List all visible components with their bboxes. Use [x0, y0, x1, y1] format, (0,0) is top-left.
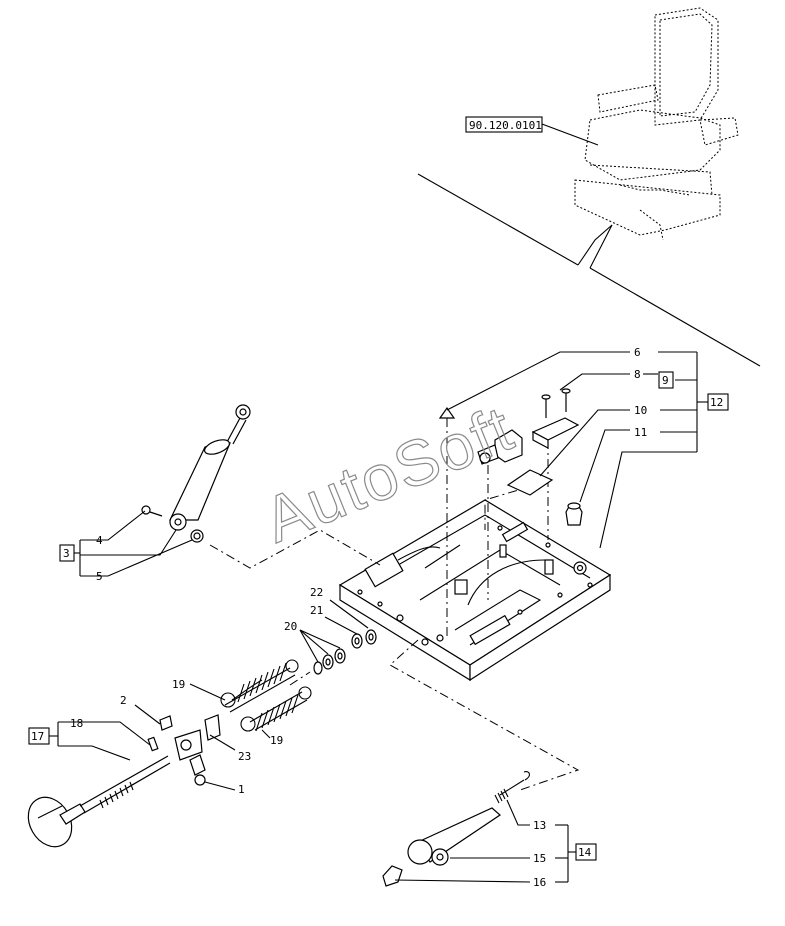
divider-line-left [417, 173, 579, 266]
lock-module [477, 429, 523, 465]
callout-leader-lines [49, 351, 708, 883]
callout-1: 1 [238, 783, 245, 796]
callout-8: 8 [634, 368, 641, 381]
part-19-springs [220, 659, 312, 732]
callout-13: 13 [533, 819, 546, 832]
divider-line-right [589, 267, 761, 367]
callout-10: 10 [634, 404, 647, 417]
callout-3: 3 [63, 547, 70, 560]
callout-11: 11 [634, 426, 647, 439]
callout-labels: 6 8 9 10 11 12 4 3 5 22 21 20 19 19 2 23… [28, 346, 729, 889]
callout-2: 2 [120, 694, 127, 707]
callout-21: 21 [310, 604, 323, 617]
callout-4: 4 [96, 534, 103, 547]
part-20-21-22-washers [313, 629, 377, 675]
callout-19b: 19 [270, 734, 283, 747]
part-23-lever-block [159, 714, 221, 786]
callout-5: 5 [96, 570, 103, 583]
callout-19a: 19 [172, 678, 185, 691]
part-9-latch [531, 388, 580, 449]
part-6-cap [438, 406, 456, 419]
part-3-shock-absorber [141, 404, 251, 543]
part-17-adjust-knob [27, 736, 171, 848]
part-11-bumper [565, 502, 583, 526]
callout-14: 14 [578, 846, 592, 859]
callout-20: 20 [284, 620, 297, 633]
callout-16: 16 [533, 876, 546, 889]
seat-pointer-line [577, 224, 613, 266]
assembly-guide-lines [209, 418, 580, 791]
seat-assembly-illustration [574, 7, 739, 241]
callout-23: 23 [238, 750, 251, 763]
callout-9: 9 [662, 374, 669, 387]
base-plate [338, 499, 612, 682]
reference-code-text: 90.120.0101 [469, 119, 542, 132]
callout-17: 17 [31, 730, 44, 743]
callout-22: 22 [310, 586, 323, 599]
callout-12: 12 [710, 396, 723, 409]
callout-15: 15 [533, 852, 546, 865]
part-10-pad [506, 469, 554, 496]
callout-6: 6 [634, 346, 641, 359]
part-14-lever-arm [382, 771, 530, 887]
callout-18: 18 [70, 717, 83, 730]
reference-code-label: 90.120.0101 [465, 116, 599, 146]
